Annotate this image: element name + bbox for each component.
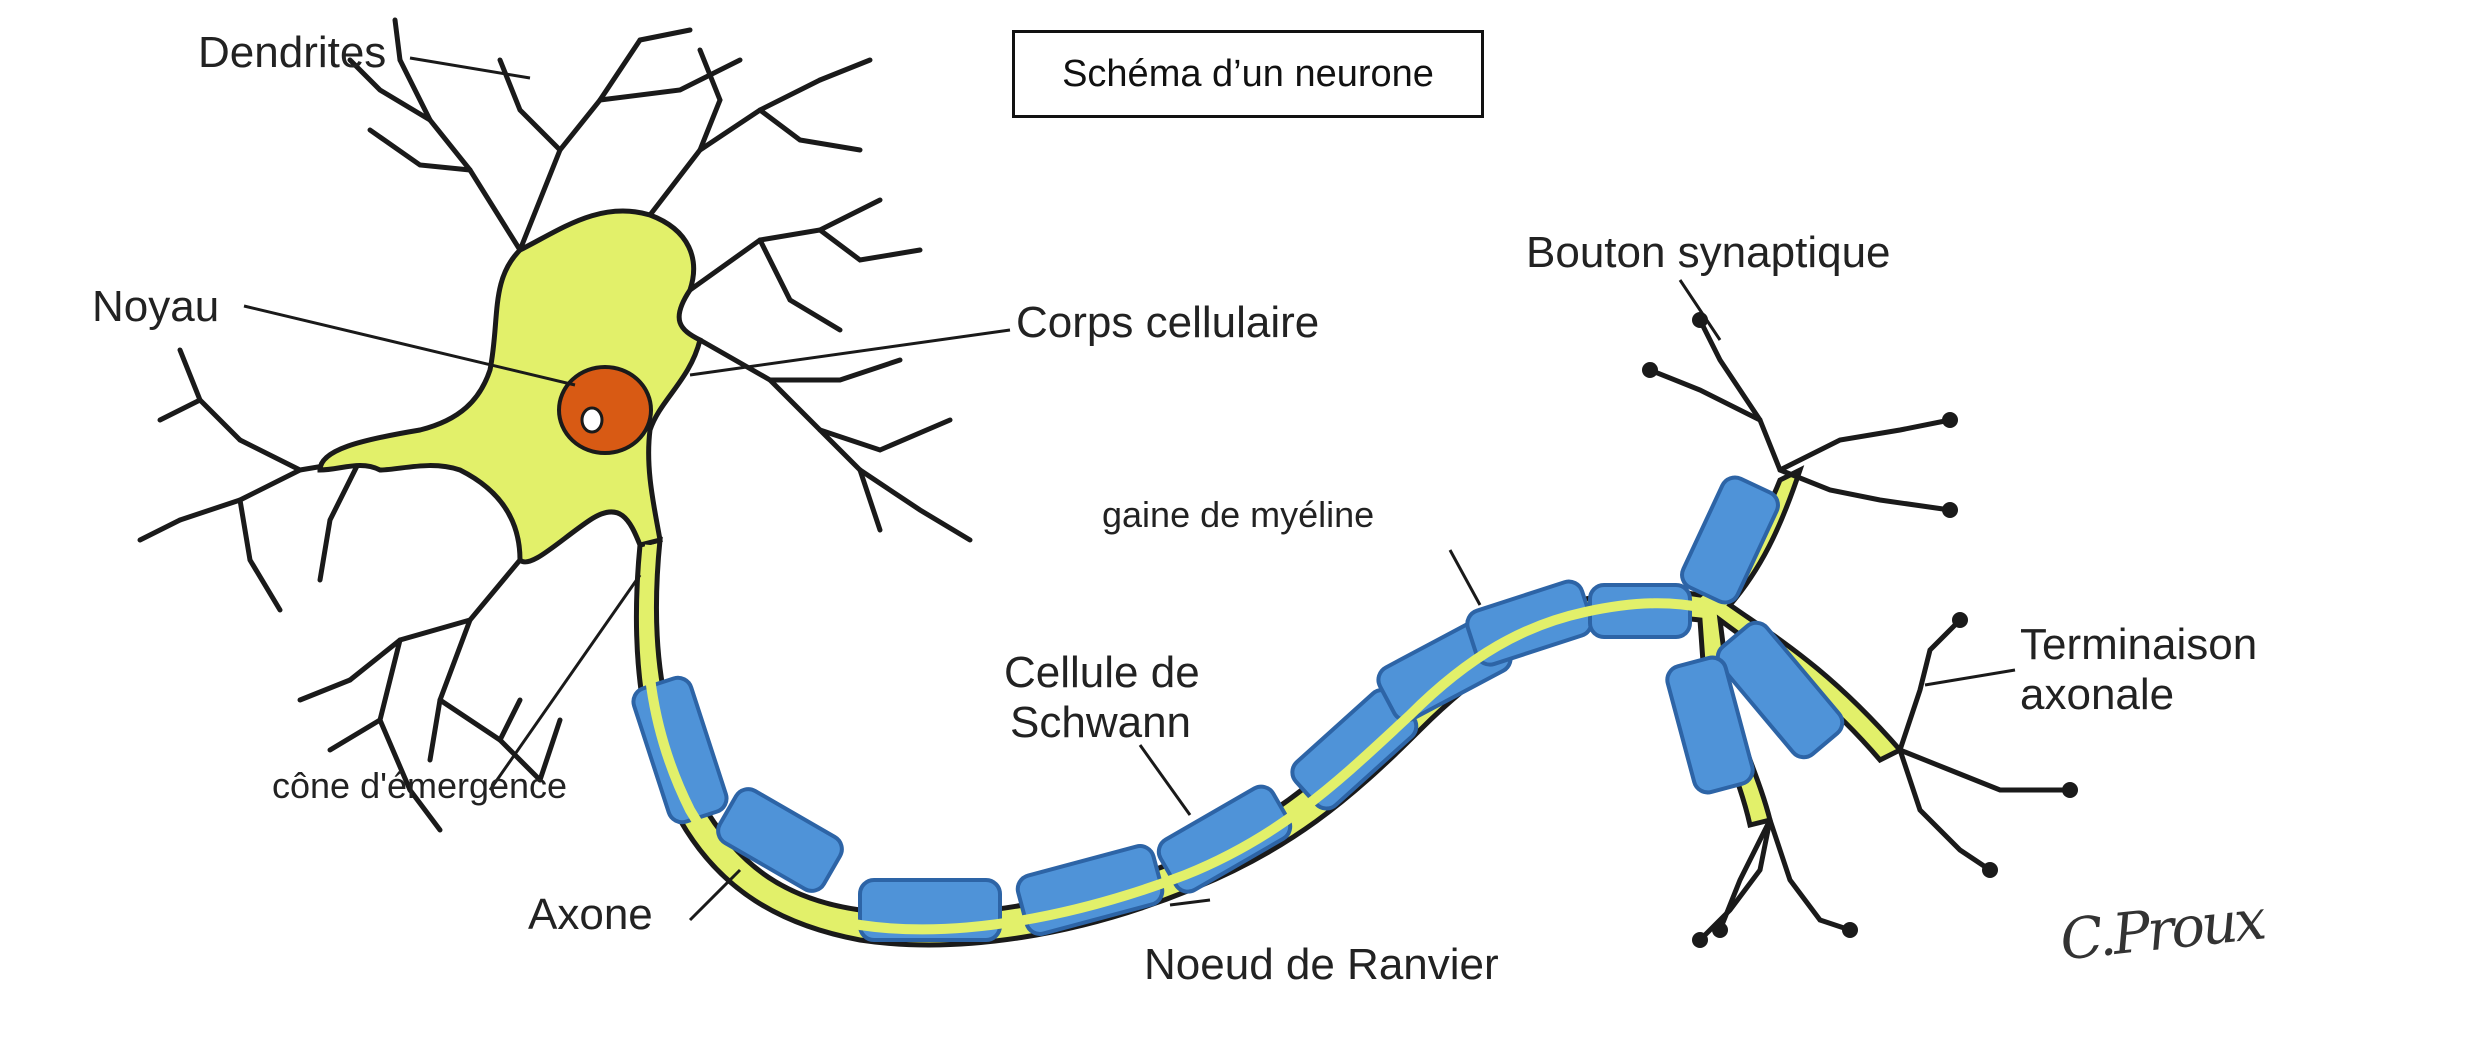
axon-terminals [1647,317,2073,943]
label-dendrites: Dendrites [198,28,387,77]
label-noeud-ranvier: Noeud de Ranvier [1144,940,1499,989]
synaptic-buttons [1642,312,2078,948]
myelin-sheath [631,475,1845,942]
nucleus [557,365,653,455]
label-terminaison-1: Terminaison [2020,620,2258,669]
label-noyau: Noyau [92,282,220,331]
label-cone-emergence: cône d'émergence [272,765,568,806]
label-axone: Axone [528,890,653,939]
leader-lines [243,56,2016,922]
cell-body [317,208,703,565]
diagram-title: Schéma d’un neurone [1012,30,1484,118]
label-cellule-schwann-2: Schwann [1010,698,1192,747]
label-bouton-synaptique: Bouton synaptique [1526,228,1891,277]
nucleolus [580,406,604,434]
label-gaine-myeline: gaine de myéline [1102,494,1375,535]
label-cellule-schwann-1: Cellule de [1004,648,1200,697]
label-corps-cellulaire: Corps cellulaire [1016,298,1320,347]
dendrites [137,17,973,833]
axon-core [641,544,1706,935]
label-terminaison-2: axonale [2020,670,2175,719]
